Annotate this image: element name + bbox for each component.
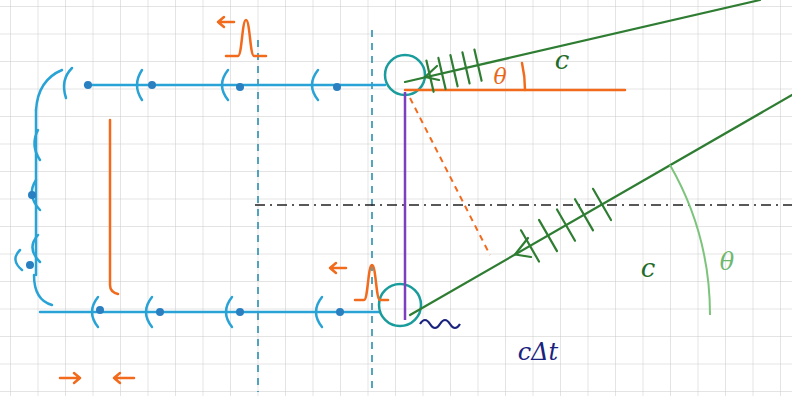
light-wave xyxy=(405,0,792,315)
pulse-marks xyxy=(60,17,625,383)
length-label: cΔt xyxy=(516,340,560,364)
angle-arc xyxy=(670,165,710,315)
light-path xyxy=(404,92,407,320)
angle-label: θ xyxy=(491,66,508,88)
speed-label: c xyxy=(639,255,658,281)
dashed-guide xyxy=(257,40,259,392)
dashed-path xyxy=(410,98,490,255)
detector-circle xyxy=(379,284,421,326)
mirror-chain xyxy=(15,68,385,327)
mirror-dot xyxy=(26,81,344,316)
speed-label: c xyxy=(553,47,572,73)
angle-label: θ xyxy=(718,250,736,274)
length-squiggle xyxy=(420,320,460,328)
axis-line xyxy=(255,204,792,206)
